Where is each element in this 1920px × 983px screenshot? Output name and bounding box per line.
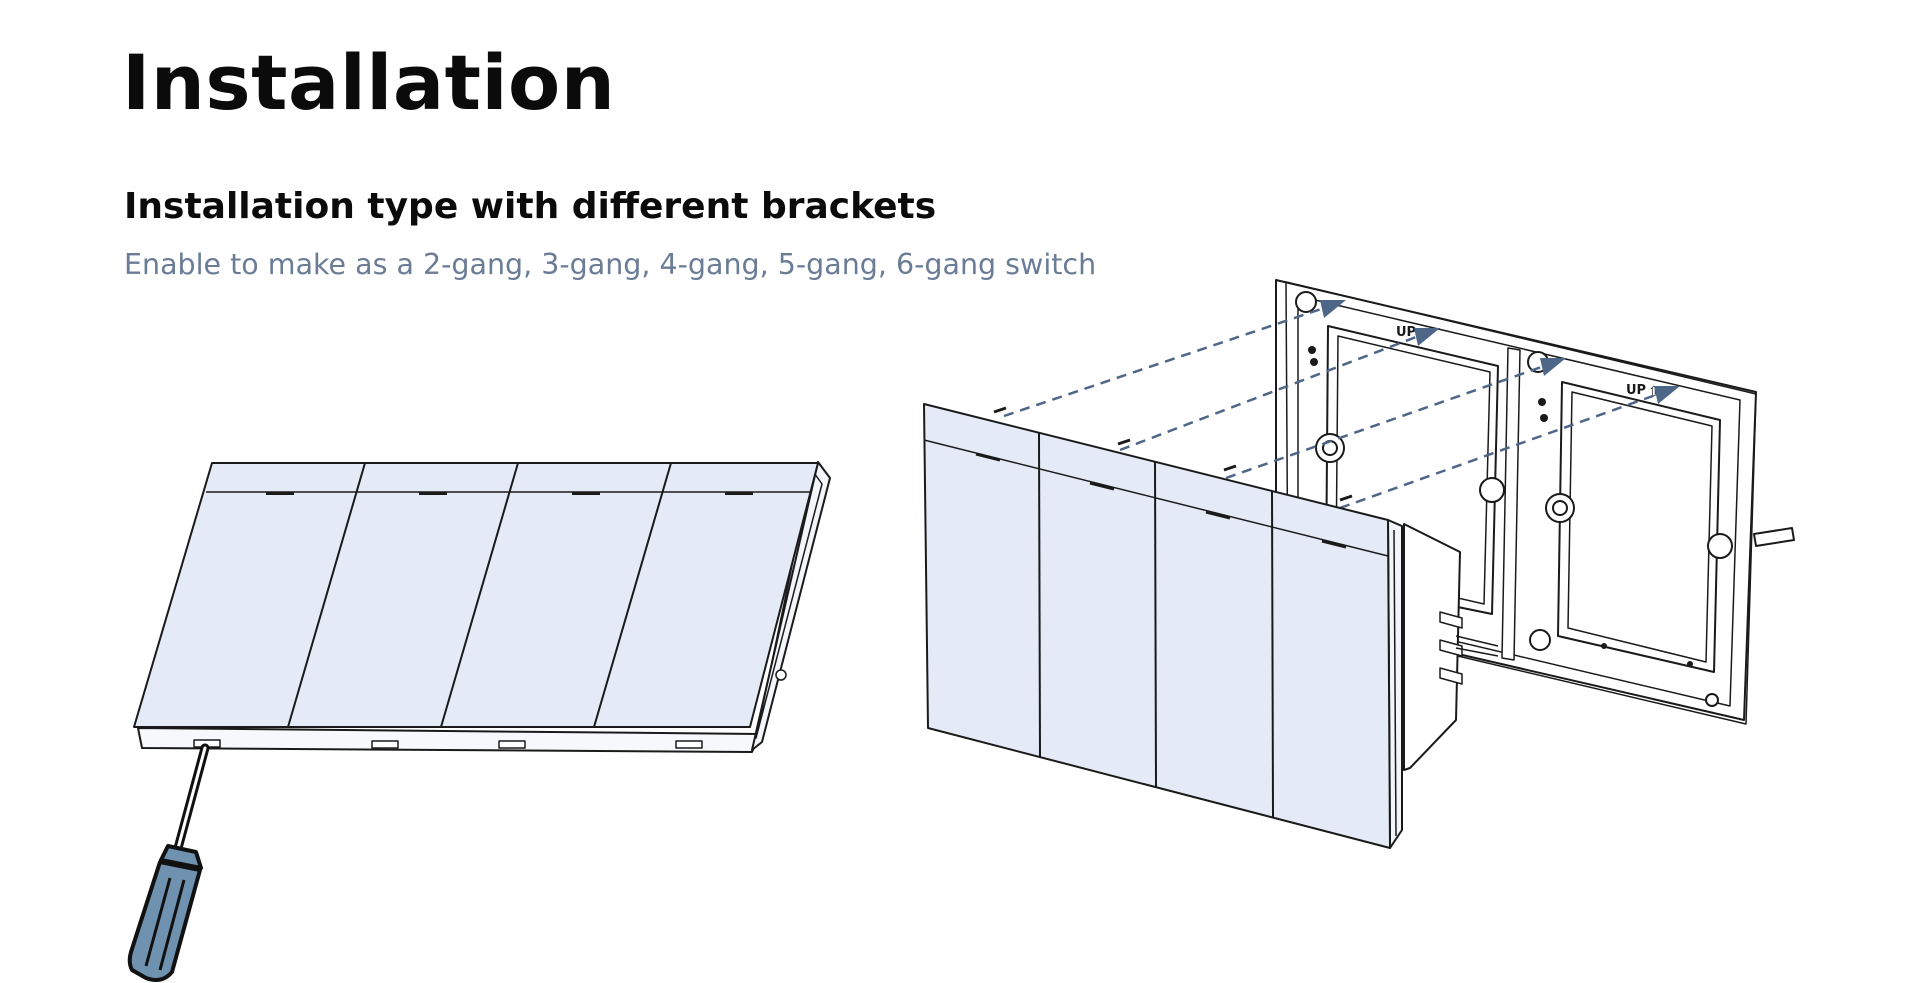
up-arrow-icon: ⇧ (1648, 384, 1660, 400)
switch-panel-left (133, 461, 831, 753)
section-title: Installation type with different bracket… (124, 186, 937, 227)
screwdriver-icon (127, 743, 210, 982)
alignment-arrows (1003, 304, 1665, 510)
bracket-marking-up-right: UP (1626, 383, 1646, 398)
bracket-marking-up-left: UP (1396, 325, 1416, 340)
switch-panel-front (923, 403, 1403, 849)
section-subtitle: Enable to make as a 2-gang, 3-gang, 4-ga… (124, 248, 1097, 281)
arrowhead-icon (1320, 300, 1680, 404)
switch-module-body (1403, 523, 1499, 771)
page-title: Installation (122, 38, 616, 127)
